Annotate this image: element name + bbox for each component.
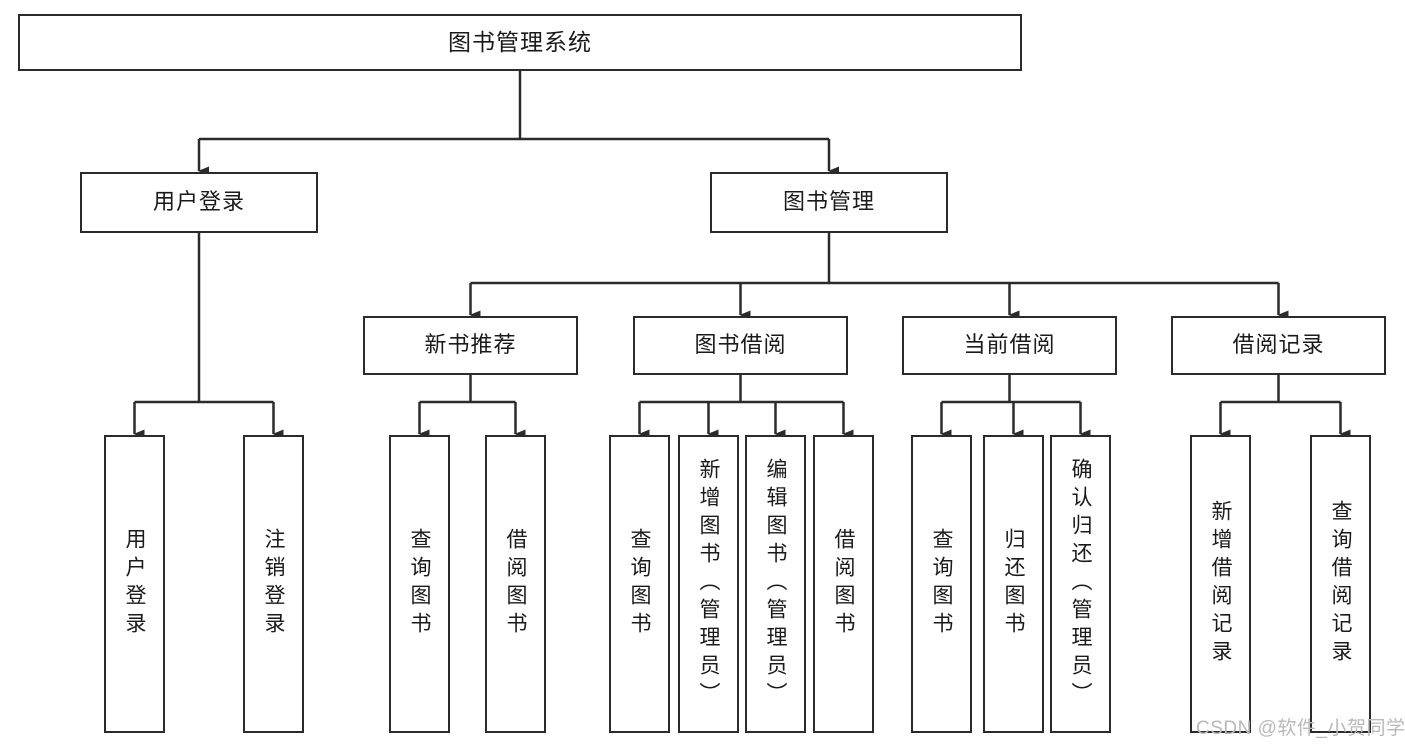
node-leaf_query_book_2[interactable]: 查询图书	[609, 435, 670, 733]
node-label-book_manage: 图书管理	[782, 189, 875, 215]
node-label-user_login: 用户登录	[152, 189, 245, 215]
node-label-leaf_logout: 注销登录	[262, 528, 285, 640]
node-leaf_edit_book[interactable]: 编辑图书（管理员）	[745, 435, 806, 733]
node-label-leaf_add_book: 新增图书（管理员）	[697, 458, 720, 710]
node-label-leaf_confirm_ret: 确认归还（管理员）	[1069, 458, 1092, 710]
node-leaf_borrow_book_1[interactable]: 借阅图书	[485, 435, 546, 733]
node-leaf_add_book[interactable]: 新增图书（管理员）	[678, 435, 739, 733]
node-leaf_borrow_book_2[interactable]: 借阅图书	[813, 435, 874, 733]
node-leaf_query_book_3[interactable]: 查询图书	[911, 435, 972, 733]
node-label-root: 图书管理系统	[448, 29, 592, 56]
node-book_manage[interactable]: 图书管理	[710, 172, 948, 233]
watermark-text: CSDN @软件_小贺同学	[1196, 718, 1405, 739]
node-root[interactable]: 图书管理系统	[18, 14, 1022, 71]
node-label-leaf_user_login: 用户登录	[123, 528, 146, 640]
node-label-leaf_borrow_book_1: 借阅图书	[504, 528, 527, 640]
node-leaf_logout[interactable]: 注销登录	[243, 435, 304, 733]
node-label-leaf_query_book_3: 查询图书	[930, 528, 953, 640]
node-label-new_book_rec: 新书推荐	[424, 332, 517, 358]
node-label-current_borrow: 当前借阅	[963, 332, 1056, 358]
node-label-leaf_borrow_book_2: 借阅图书	[832, 528, 855, 640]
node-book_borrow[interactable]: 图书借阅	[633, 316, 848, 375]
node-label-book_borrow: 图书借阅	[694, 332, 787, 358]
node-leaf_query_record[interactable]: 查询借阅记录	[1310, 435, 1371, 733]
node-label-leaf_return_book: 归还图书	[1002, 528, 1025, 640]
node-label-leaf_add_record: 新增借阅记录	[1209, 500, 1232, 668]
node-leaf_return_book[interactable]: 归还图书	[983, 435, 1044, 733]
node-borrow_record[interactable]: 借阅记录	[1171, 316, 1386, 375]
node-current_borrow[interactable]: 当前借阅	[902, 316, 1117, 375]
node-label-leaf_edit_book: 编辑图书（管理员）	[764, 458, 787, 710]
node-leaf_user_login[interactable]: 用户登录	[104, 435, 165, 733]
node-user_login[interactable]: 用户登录	[80, 172, 318, 233]
node-label-leaf_query_record: 查询借阅记录	[1329, 500, 1352, 668]
node-leaf_add_record[interactable]: 新增借阅记录	[1190, 435, 1251, 733]
node-new_book_rec[interactable]: 新书推荐	[363, 316, 578, 375]
connector-lines	[133, 71, 1351, 439]
node-label-leaf_query_book_1: 查询图书	[408, 528, 431, 640]
node-leaf_confirm_ret[interactable]: 确认归还（管理员）	[1050, 435, 1111, 733]
node-label-leaf_query_book_2: 查询图书	[628, 528, 651, 640]
node-label-borrow_record: 借阅记录	[1232, 332, 1325, 358]
node-leaf_query_book_1[interactable]: 查询图书	[389, 435, 450, 733]
